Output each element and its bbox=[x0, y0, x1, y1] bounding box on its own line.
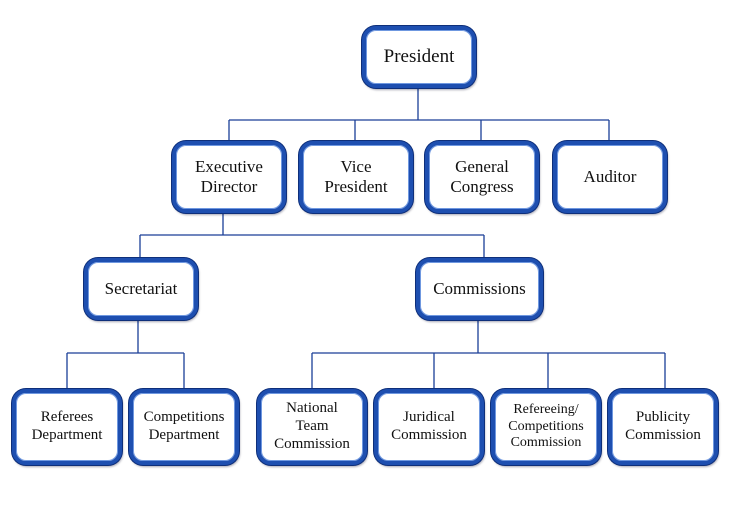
president-box: President bbox=[362, 26, 476, 88]
competitions-department-box: Competitions Department bbox=[129, 389, 239, 465]
juridical-commission-box: Juridical Commission bbox=[374, 389, 484, 465]
vice-president-label: Vice President bbox=[324, 156, 388, 196]
juridical-commission-label: Juridical Commission bbox=[391, 409, 467, 443]
referees-department-label: Referees Department bbox=[31, 409, 103, 443]
publicity-commission-box: Publicity Commission bbox=[608, 389, 718, 465]
referees-department-box: Referees Department bbox=[12, 389, 122, 465]
national-team-commission-box: National Team Commission bbox=[257, 389, 367, 465]
general-congress-label: General Congress bbox=[450, 156, 514, 196]
auditor-label: Auditor bbox=[583, 166, 637, 186]
executive-director-label: Executive Director bbox=[195, 156, 263, 196]
publicity-commission-label: Publicity Commission bbox=[625, 409, 701, 443]
executive-director-box: Executive Director bbox=[172, 141, 286, 213]
connector-executive-director-to-level2 bbox=[139, 212, 485, 260]
connector-president-to-level1 bbox=[228, 88, 610, 143]
commissions-box: Commissions bbox=[416, 258, 543, 320]
secretariat-label: Secretariat bbox=[104, 278, 178, 298]
refereeing-competitions-commission-label: Refereeing/ Competitions Commission bbox=[508, 402, 584, 451]
president-label: President bbox=[383, 45, 455, 67]
secretariat-box: Secretariat bbox=[84, 258, 198, 320]
refereeing-competitions-commission-box: Refereeing/ Competitions Commission bbox=[491, 389, 601, 465]
general-congress-box: General Congress bbox=[425, 141, 539, 213]
national-team-commission-label: National Team Commission bbox=[274, 400, 350, 452]
commissions-label: Commissions bbox=[433, 278, 526, 298]
connector-secretariat-to-departments bbox=[66, 320, 185, 390]
vice-president-box: Vice President bbox=[299, 141, 413, 213]
auditor-box: Auditor bbox=[553, 141, 667, 213]
competitions-department-label: Competitions Department bbox=[143, 409, 225, 443]
connector-commissions-to-subcommissions bbox=[311, 320, 666, 390]
